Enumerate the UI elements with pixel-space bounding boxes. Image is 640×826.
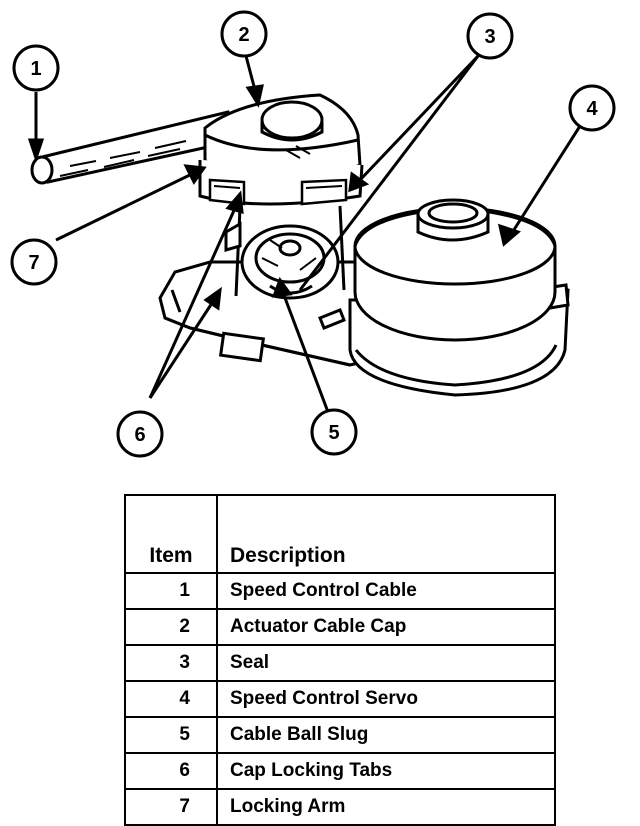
speed-control-cable: [30, 110, 243, 185]
item-description: Cap Locking Tabs: [216, 752, 556, 790]
callout-2: 2: [220, 10, 268, 58]
callout-4-label: 4: [586, 98, 598, 120]
item-description: Cable Ball Slug: [216, 716, 556, 754]
table-row: 7 Locking Arm: [124, 788, 556, 826]
table-row: 2 Actuator Cable Cap: [124, 608, 556, 646]
item-number: 2: [124, 608, 218, 646]
callout-5-label: 5: [328, 422, 339, 444]
callout-6-label: 6: [134, 424, 145, 446]
item-description: Actuator Cable Cap: [216, 608, 556, 646]
item-number: 1: [124, 572, 218, 610]
item-number: 4: [124, 680, 218, 718]
item-description: Speed Control Cable: [216, 572, 556, 610]
speed-control-servo: [348, 198, 570, 397]
callout-7-label: 7: [28, 252, 39, 274]
item-description: Seal: [216, 644, 556, 682]
table-header-row: Item Description: [124, 494, 556, 574]
table-row: 4 Speed Control Servo: [124, 680, 556, 718]
item-number: 6: [124, 752, 218, 790]
actuator-cable-cap: [198, 93, 364, 206]
leader-lines: [27, 54, 582, 413]
item-number: 5: [124, 716, 218, 754]
servo-assembly-diagram: 1 2 3 4 7 6 5: [10, 10, 616, 458]
header-item: Item: [124, 494, 218, 574]
header-description: Description: [216, 494, 556, 574]
table-row: 3 Seal: [124, 644, 556, 682]
callout-1: 1: [12, 44, 60, 92]
item-description: Speed Control Servo: [216, 680, 556, 718]
callout-4: 4: [568, 84, 616, 132]
table-row: 1 Speed Control Cable: [124, 572, 556, 610]
cable-ball-slug-assembly: [224, 205, 346, 300]
callout-1-label: 1: [30, 58, 41, 80]
table-row: 6 Cap Locking Tabs: [124, 752, 556, 790]
callout-7: 7: [10, 238, 58, 286]
item-number: 3: [124, 644, 218, 682]
callout-3-label: 3: [484, 26, 495, 48]
item-number: 7: [124, 788, 218, 826]
callout-6: 6: [116, 410, 164, 458]
parts-legend-table: Item Description 1 Speed Control Cable 2…: [124, 494, 556, 826]
callout-2-label: 2: [238, 24, 249, 46]
table-row: 5 Cable Ball Slug: [124, 716, 556, 754]
callout-3: 3: [466, 12, 514, 60]
callout-5: 5: [310, 408, 358, 456]
item-description: Locking Arm: [216, 788, 556, 826]
